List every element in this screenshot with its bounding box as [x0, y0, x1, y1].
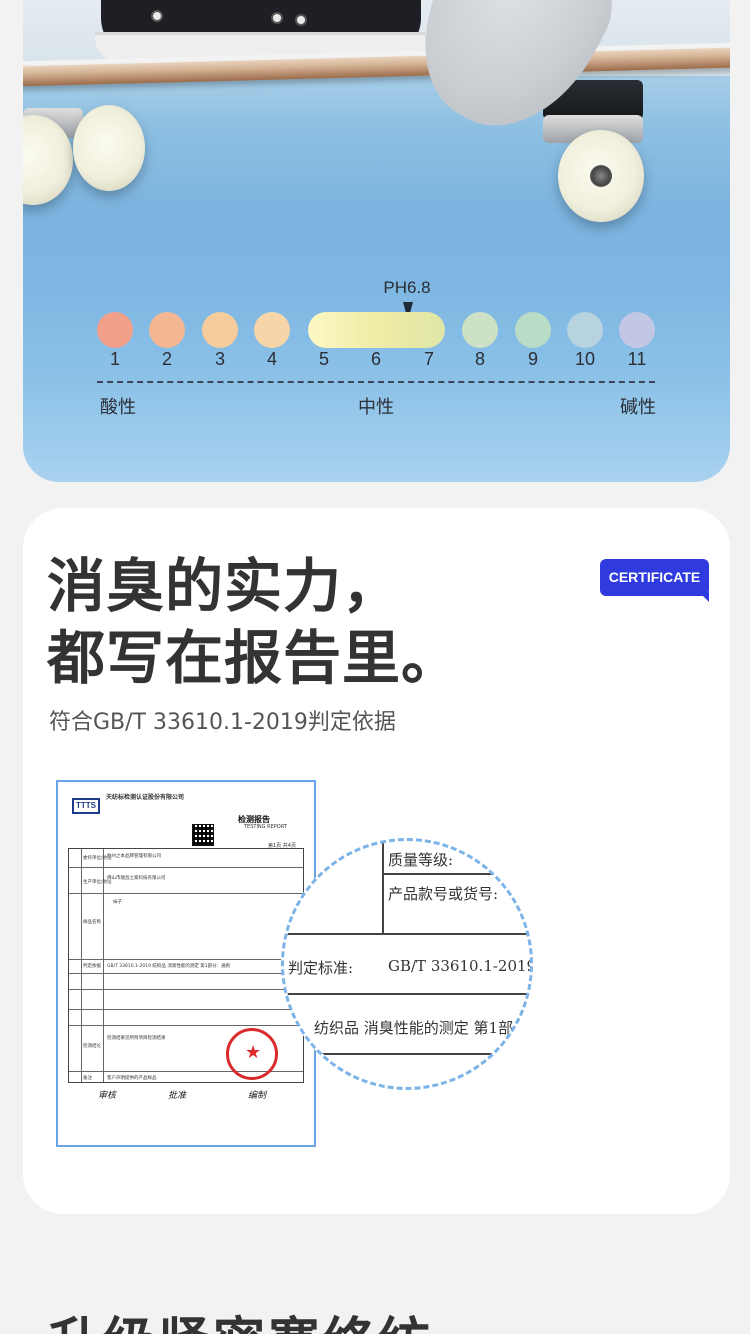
report-title: 检测报告 — [238, 815, 270, 824]
ph-number: 9 — [527, 349, 538, 369]
ph-dot-8 — [462, 312, 498, 348]
shoe-eyelet — [295, 14, 307, 26]
ph-number: 10 — [574, 349, 596, 369]
quality-grade-label: 质量等级: — [388, 851, 454, 869]
report-row-label: 检测结论 — [83, 1044, 101, 1049]
next-section-heading: 升级紧密寨终纺 — [48, 1300, 433, 1334]
skateboard-wheel — [73, 105, 145, 191]
certificate-badge: CERTIFICATE — [600, 559, 709, 596]
report-page: 第1页 共4页 — [268, 843, 296, 849]
report-row-value: 杭州之本品牌管理有限公司 — [107, 854, 161, 859]
headline-line-1: 消臭的实力， — [47, 552, 402, 620]
judgment-standard-value: GB/T 33610.1-2019 — [388, 957, 533, 975]
testing-report-image: TTTS 天纺标检测认证股份有限公司 检测报告 TESTING REPORT 第… — [56, 780, 316, 1147]
ph-dot-3 — [202, 312, 238, 348]
neutral-label: 中性 — [358, 397, 394, 418]
shoe-eyelet — [151, 10, 163, 22]
qr-code-icon — [192, 824, 214, 846]
report-company: 天纺标检测认证股份有限公司 — [106, 794, 185, 801]
ph-number: 3 — [214, 349, 225, 369]
report-row-label: 备注 — [83, 1076, 92, 1081]
magnified-detail: 质量等级: 产品款号或货号: 判定标准: GB/T 33610.1-2019 纺… — [281, 838, 533, 1090]
ph-pointer-icon — [403, 302, 413, 320]
certificate-card: 消臭的实力， 都写在报告里。 符合GB/T 33610.1-2019判定依据 C… — [23, 508, 730, 1214]
ph-value-label: PH6.8 — [383, 278, 431, 297]
ph-number: 2 — [161, 349, 172, 369]
ph-dot-4 — [254, 312, 290, 348]
shoe-eyelet — [271, 12, 283, 24]
report-table: 委托单位/地址 杭州之本品牌管理有限公司 生产单位/地址 佛山市顺昌之家科技有限… — [68, 848, 304, 1083]
report-title-en: TESTING REPORT — [244, 824, 287, 830]
report-row-value: 袜子 — [113, 900, 122, 905]
ph-number: 6 — [370, 349, 381, 369]
alkaline-label: 碱性 — [620, 397, 656, 418]
ph-neutral-range — [308, 312, 445, 348]
ph-number: 4 — [266, 349, 277, 369]
test-method-name: 纺织品 消臭性能的测定 第1部 — [314, 1019, 514, 1037]
ph-scale-divider — [97, 381, 655, 383]
skateboard-wheel — [558, 130, 644, 222]
ph-number: 8 — [474, 349, 485, 369]
ttts-logo: TTTS — [72, 798, 100, 814]
report-row-label: 判定依据 — [83, 964, 101, 969]
report-row-value: 检测结果见所附项目检测结果 — [107, 1036, 166, 1041]
ph-dot-10 — [567, 312, 603, 348]
product-photo-card — [23, 0, 730, 482]
signature-approve: 批准 — [168, 1091, 187, 1101]
judgment-standard-label: 判定标准: — [288, 959, 354, 977]
signature-review: 审核 — [98, 1091, 117, 1101]
report-row-value: GB/T 33610.1-2019 纺织品 消臭性能的测定 第1部分：通则 — [107, 964, 231, 969]
ph-number: 7 — [423, 349, 434, 369]
report-row-value: 佛山市顺昌之家科技有限公司 — [107, 876, 166, 881]
report-row-label: 样品名称 — [83, 920, 101, 925]
ph-dot-9 — [515, 312, 551, 348]
acid-label: 酸性 — [100, 397, 136, 418]
headline-line-2: 都写在报告里。 — [47, 624, 461, 692]
signature-prepare: 编制 — [248, 1091, 267, 1101]
report-row-label: 委托单位/地址 — [83, 856, 112, 861]
standard-subtitle: 符合GB/T 33610.1-2019判定依据 — [49, 710, 396, 735]
report-row-value: 客户声明提供的产品样品 — [107, 1076, 157, 1081]
ph-number: 11 — [627, 349, 647, 369]
badge-tail-icon — [699, 592, 709, 602]
ph-dot-11 — [619, 312, 655, 348]
red-seal-stamp: ★ — [226, 1028, 278, 1080]
ph-number: 1 — [109, 349, 120, 369]
headline: 消臭的实力， 都写在报告里。 — [47, 550, 460, 694]
product-style-label: 产品款号或货号: — [388, 885, 499, 903]
ph-dot-1 — [97, 312, 133, 348]
report-header: TTTS 天纺标检测认证股份有限公司 检测报告 TESTING REPORT 第… — [68, 790, 304, 849]
report-row-label: 生产单位/地址 — [83, 880, 112, 885]
ph-dot-2 — [149, 312, 185, 348]
ph-number: 5 — [318, 349, 329, 369]
